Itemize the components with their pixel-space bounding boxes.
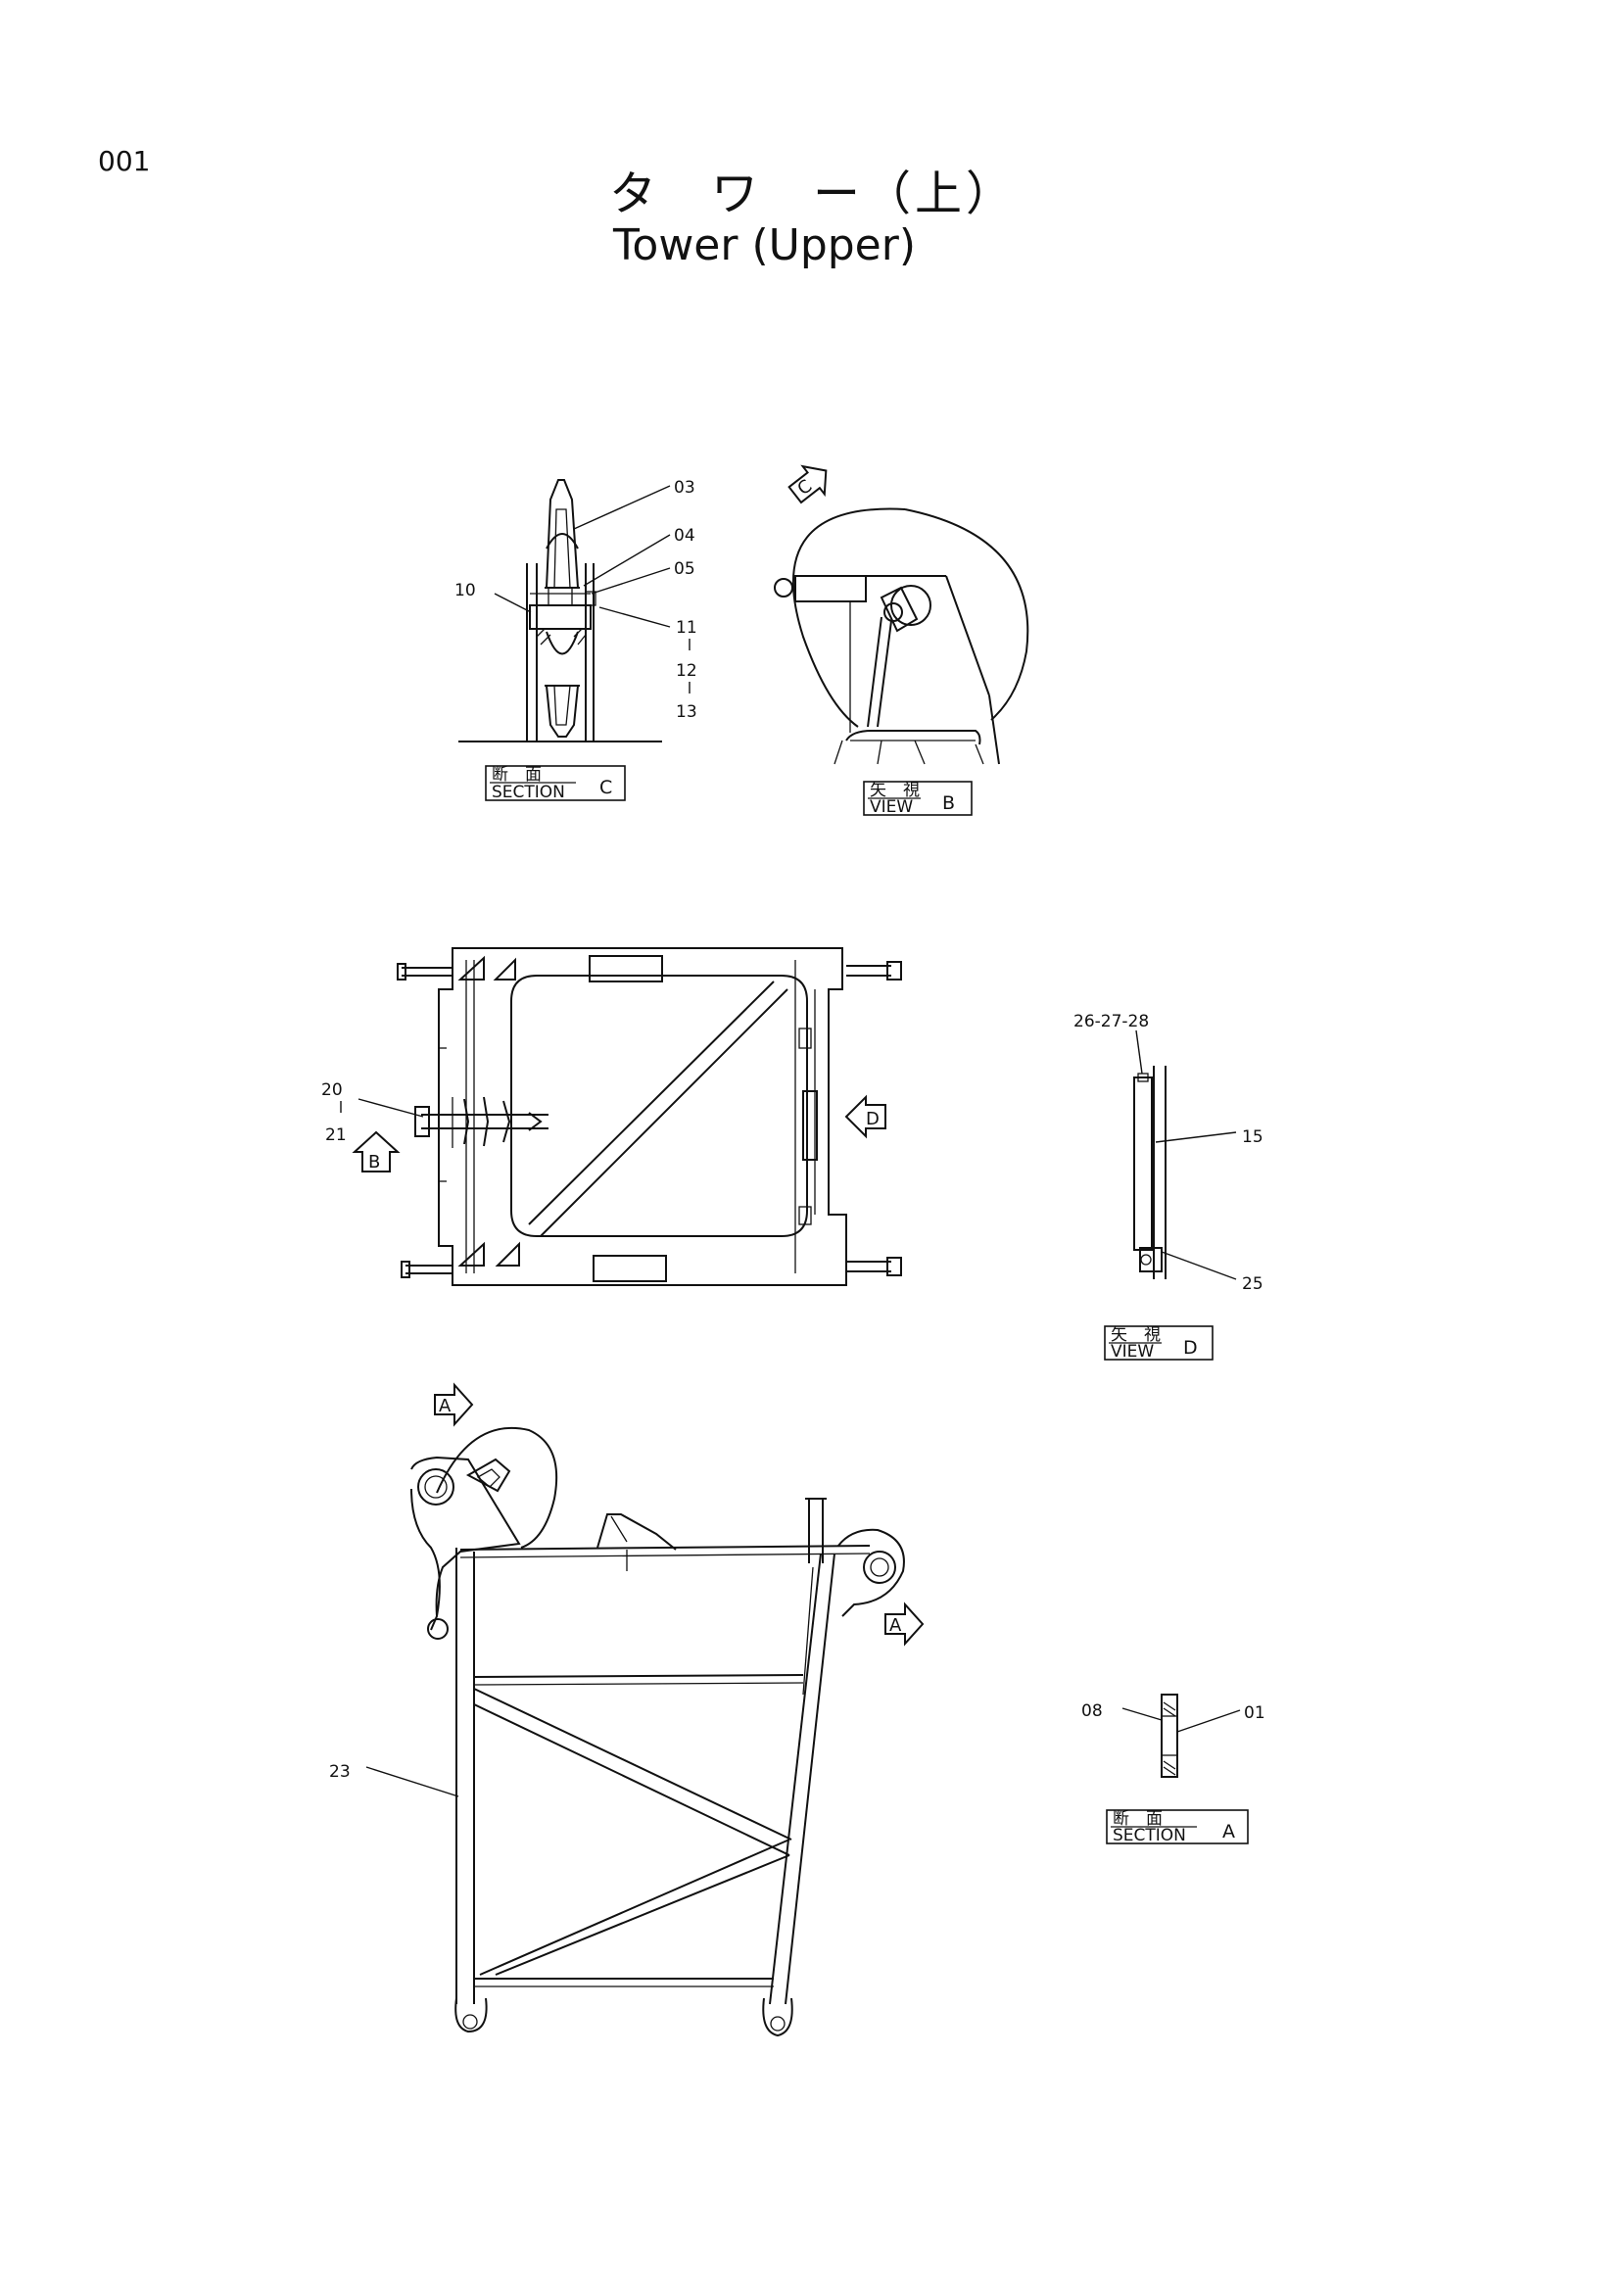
section-c-label-jp: 断 面 (492, 765, 542, 785)
section-a-detail: 08 01 (1081, 1694, 1265, 1778)
callout-15: 15 (1242, 1127, 1263, 1147)
callout-20: 20 (321, 1080, 343, 1100)
tower-plan-view: 20 21 (321, 947, 902, 1286)
page-number: 001 (98, 145, 150, 177)
callout-12: 12 (676, 661, 697, 681)
view-arrow-b: B (352, 1130, 401, 1172)
section-c-detail: 03 04 05 10 11 12 13 (454, 478, 697, 742)
view-d-label-jp: 矢 視 (1111, 1325, 1161, 1345)
view-b-label: 矢 視 VIEW B (863, 781, 973, 817)
section-c-label-letter: C (599, 777, 612, 798)
view-arrow-a-right: A (884, 1602, 925, 1647)
view-arrow-a-top: A (434, 1382, 474, 1427)
view-arrow-a-right-letter: A (889, 1615, 902, 1636)
view-b-label-letter: B (942, 792, 955, 814)
callout-01: 01 (1244, 1703, 1265, 1723)
view-b-label-en: VIEW (870, 797, 913, 817)
view-arrow-c: C (787, 464, 828, 504)
view-b-label-jp: 矢 視 (870, 781, 920, 800)
section-a-label-en: SECTION (1113, 1826, 1186, 1845)
callout-10: 10 (454, 581, 476, 600)
callout-13: 13 (676, 702, 697, 722)
section-c-label-en: SECTION (492, 783, 565, 802)
section-c-label: 断 面 SECTION C (485, 765, 626, 802)
title-english: Tower (Upper) (612, 220, 916, 270)
section-a-label-jp: 断 面 (1113, 1809, 1163, 1829)
callout-23: 23 (329, 1762, 351, 1782)
callout-21: 21 (325, 1125, 347, 1145)
view-arrow-b-letter: B (368, 1152, 380, 1172)
view-d-detail: 26-27-28 15 25 (1073, 1012, 1263, 1294)
callout-03: 03 (674, 478, 695, 498)
callout-11: 11 (676, 618, 697, 638)
view-arrow-d: D (844, 1094, 886, 1139)
callout-05: 05 (674, 559, 695, 579)
title-japanese: タ ワ ー（上） (609, 167, 1017, 221)
section-a-label-letter: A (1222, 1821, 1235, 1842)
callout-25: 25 (1242, 1274, 1263, 1294)
view-arrow-a-top-letter: A (439, 1396, 452, 1416)
view-d-label: 矢 視 VIEW D (1104, 1325, 1214, 1362)
view-b-detail (774, 507, 1029, 765)
view-arrow-d-letter: D (866, 1109, 880, 1129)
callout-04: 04 (674, 526, 695, 546)
tower-side-elevation: 23 (329, 1426, 905, 2037)
section-a-label: 断 面 SECTION A (1106, 1809, 1249, 1845)
callout-26-27-28: 26-27-28 (1073, 1012, 1149, 1031)
view-d-label-letter: D (1183, 1337, 1198, 1359)
view-d-label-en: VIEW (1111, 1342, 1154, 1362)
callout-08: 08 (1081, 1701, 1103, 1721)
